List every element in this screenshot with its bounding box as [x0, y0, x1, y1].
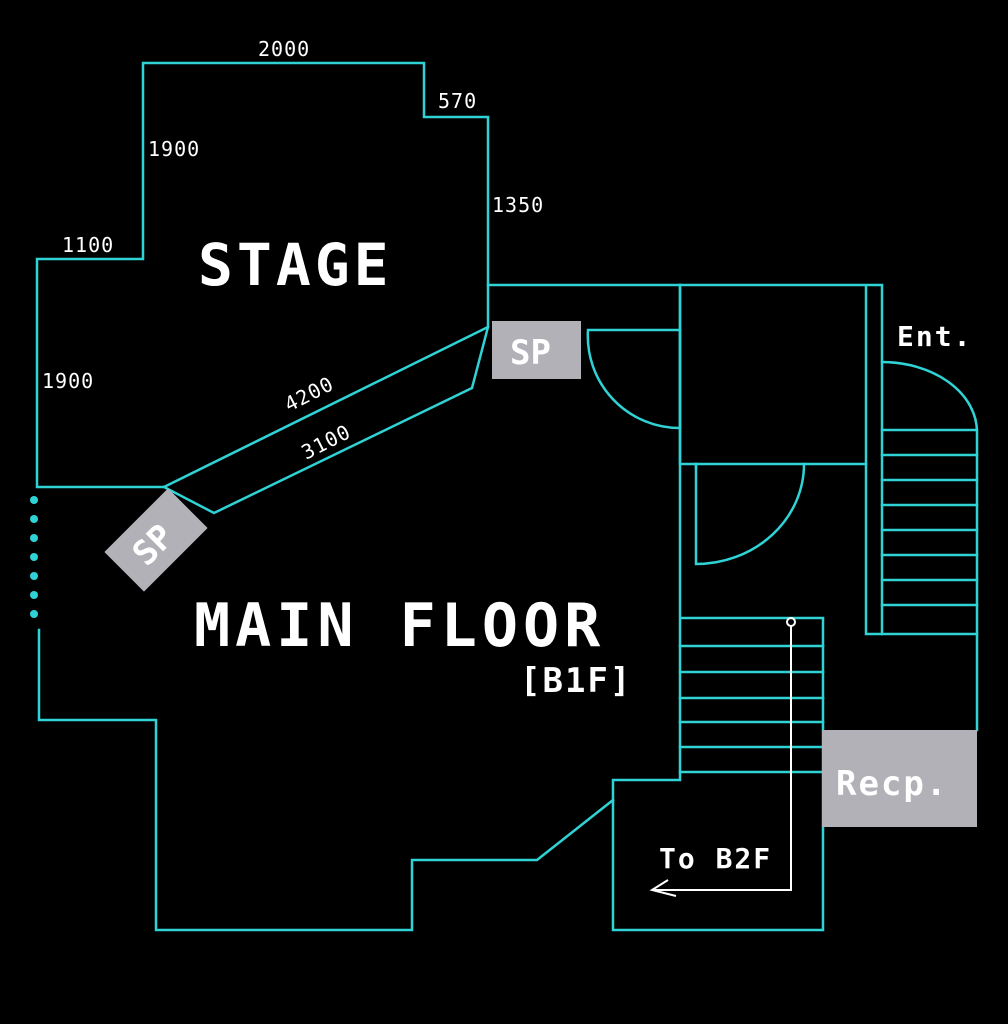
dim-top-step: 570 [438, 89, 477, 113]
main-floor-label: MAIN FLOOR [194, 591, 605, 661]
upper-door [586, 328, 682, 430]
reception-desk[interactable]: Recp. [822, 730, 977, 827]
entrance-stairs[interactable] [880, 360, 979, 732]
dim-left-upper: 1900 [148, 137, 200, 161]
lobby-top-wall [486, 283, 884, 636]
floor-level-label: [B1F] [520, 661, 632, 701]
dim-right-side: 1350 [492, 193, 544, 217]
dim-left-step: 1100 [62, 233, 114, 257]
to-b2f-label: To B2F [659, 842, 772, 875]
lobby-room [678, 283, 868, 466]
stairs-to-b2f[interactable] [678, 644, 825, 774]
middle-door [694, 462, 806, 566]
stage-front-edge [162, 325, 490, 515]
speaker-right: SP [492, 321, 581, 379]
main-floor-outline [37, 628, 615, 932]
reception-label: Recp. [836, 764, 948, 804]
dim-stage-front-outer: 4200 [280, 371, 337, 416]
dim-left-lower: 1900 [42, 369, 94, 393]
side-opening-dots [30, 496, 38, 618]
entrance-label: Ent. [897, 320, 972, 353]
to-b2f-arrow [649, 617, 796, 897]
main-floor-right-wall [611, 283, 825, 932]
stage-outline [35, 61, 490, 489]
dim-top: 2000 [258, 37, 310, 61]
speaker-right-label: SP [510, 333, 551, 373]
speaker-left: SP [104, 488, 208, 592]
stage-label: STAGE [198, 231, 393, 299]
